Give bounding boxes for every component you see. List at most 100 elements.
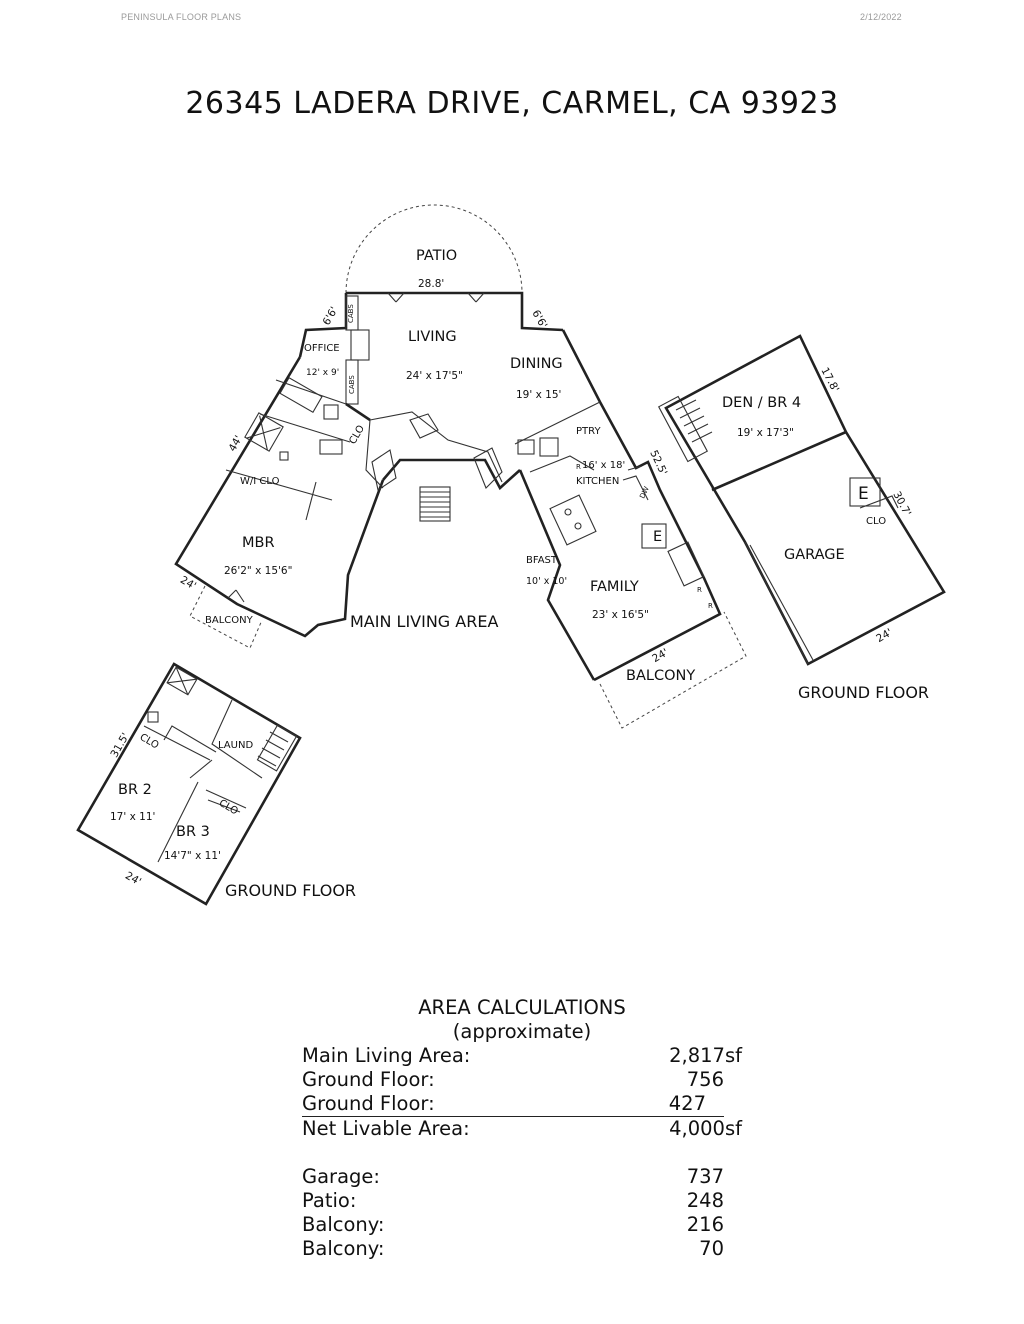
dw-fridge-cabinets: [622, 465, 649, 501]
garage-clo-label: CLO: [866, 516, 886, 527]
mbr-bath-walls: [225, 413, 351, 501]
office-closet-line: [275, 379, 347, 405]
den-size: 19' x 17'3": [737, 427, 794, 439]
area-row: Ground Floor: 756: [302, 1068, 742, 1092]
den-stair-treads: [675, 399, 713, 443]
vanity: [319, 439, 343, 455]
main-living-area-label: MAIN LIVING AREA: [350, 612, 498, 631]
entry-stair-treads: [420, 491, 450, 518]
bedroom-wing-interior-walls: [143, 699, 263, 863]
area-row-label: Balcony:: [302, 1237, 385, 1260]
patio-label: PATIO: [416, 248, 457, 264]
wi-clo-wall: [305, 481, 317, 521]
living-size: 24' x 17'5": [406, 370, 463, 382]
area-row: Garage: 737: [302, 1165, 742, 1189]
ground-floor-left-label: GROUND FLOOR: [225, 881, 356, 900]
den-garage-divider: [711, 430, 847, 492]
area-row-value: 737: [686, 1165, 724, 1188]
mbr-balcony-door: [227, 589, 245, 603]
date-header: 2/12/2022: [860, 12, 902, 22]
island-sink: [564, 508, 572, 516]
company-header: PENINSULA FLOOR PLANS: [121, 12, 242, 22]
dim-44: 44': [226, 434, 245, 454]
laund-label: LAUND: [218, 740, 253, 751]
garage-door-line-2: [749, 544, 814, 661]
area-row: Main Living Area: 2,817sf: [302, 1044, 742, 1068]
area-row-label: Ground Floor:: [302, 1092, 435, 1115]
sink-kitchen: [517, 439, 535, 455]
area-row-label: Patio:: [302, 1189, 357, 1212]
balcony-left-label: BALCONY: [205, 615, 254, 626]
mbr-size: 26'2" x 15'6": [224, 565, 292, 577]
dim-24-garage: 24': [874, 627, 894, 646]
area-row-value: 4,000sf: [669, 1117, 742, 1140]
office-size: 12' x 9': [306, 368, 339, 378]
living-label: LIVING: [408, 329, 457, 345]
kitchen-counters: [514, 401, 601, 473]
shower-x: [246, 415, 281, 451]
toilet-ground: [147, 711, 159, 723]
elevator-main-label: E: [653, 529, 662, 545]
garage-elevator-label: E: [858, 484, 869, 504]
elevator-main: [641, 523, 667, 549]
area-row: Ground Floor: 427: [302, 1092, 724, 1117]
r-label-family-1: R: [697, 586, 702, 594]
area-row-value: 427: [668, 1092, 706, 1115]
family-balcony-outline: [599, 611, 747, 729]
area-row-label: Garage:: [302, 1165, 380, 1188]
area-row-label: Net Livable Area:: [302, 1117, 470, 1140]
mbr-wing-outer-wall: [174, 356, 385, 638]
bfast-size: 10' x 10': [526, 576, 567, 587]
area-row-value: 216: [686, 1213, 724, 1236]
area-row-value: 70: [699, 1237, 724, 1260]
ground-stairs: [256, 724, 298, 772]
cabs-label-top: CABS: [347, 304, 355, 323]
family-wing-inner-wall: [518, 469, 596, 681]
den-label: DEN / BR 4: [722, 395, 801, 411]
bath-tub-ground: [166, 666, 198, 696]
dining-size: 19' x 15': [516, 389, 561, 401]
entry-inner-wall: [365, 411, 503, 489]
kitchen-label: KITCHEN: [576, 476, 619, 487]
area-row-label: Ground Floor:: [302, 1068, 435, 1091]
br2-label: BR 2: [118, 782, 152, 798]
family-label: FAMILY: [590, 579, 639, 595]
r-label-family-2: R: [708, 602, 713, 610]
bfast-label: BFAST: [526, 555, 558, 566]
fireplace: [350, 329, 370, 361]
interior-stairs: [371, 413, 503, 491]
family-size: 23' x 16'5": [592, 609, 649, 621]
r-label-kitchen: R: [576, 463, 581, 471]
office-inner-wall: [345, 402, 371, 422]
cabs-label-bottom: CABS: [348, 375, 356, 394]
br3-size: 14'7" x 11': [164, 850, 221, 862]
clo-label-ground-2: CLO: [217, 798, 240, 818]
ptry-label: PTRY: [576, 426, 601, 437]
area-row: Patio: 248: [302, 1189, 742, 1213]
ground-floor-left-plan: [76, 662, 302, 906]
mbr-label: MBR: [242, 535, 275, 551]
entry-stairs: [419, 486, 451, 522]
garage-label: GARAGE: [784, 547, 845, 563]
mbr-balcony-outline: [189, 585, 263, 649]
mbr-clo-label: CLO: [347, 423, 367, 446]
den-stairs: [657, 395, 709, 463]
ground-floor-right-plan: [657, 334, 946, 666]
area-row-label: Main Living Area:: [302, 1044, 471, 1067]
ground-floor-right-label: GROUND FLOOR: [798, 683, 929, 702]
sink-mbr: [279, 451, 289, 461]
area-row-value: 2,817sf: [669, 1044, 742, 1067]
island-burner: [574, 522, 582, 530]
dim-30-7: 30.7': [890, 490, 913, 519]
br2-size: 17' x 11': [110, 811, 155, 823]
family-wing-outer-wall: [561, 329, 722, 682]
area-calc-subtitle: (approximate): [452, 1020, 592, 1043]
dim-52-5: 52.5': [647, 448, 669, 477]
range: [539, 437, 559, 457]
patio-doors: [387, 292, 485, 303]
area-spacer: [302, 1141, 742, 1165]
balcony-right-label: BALCONY: [626, 668, 695, 684]
kitchen-size: 16' x 18': [582, 460, 625, 471]
entry-walls: [382, 458, 521, 491]
toilet: [323, 404, 339, 420]
